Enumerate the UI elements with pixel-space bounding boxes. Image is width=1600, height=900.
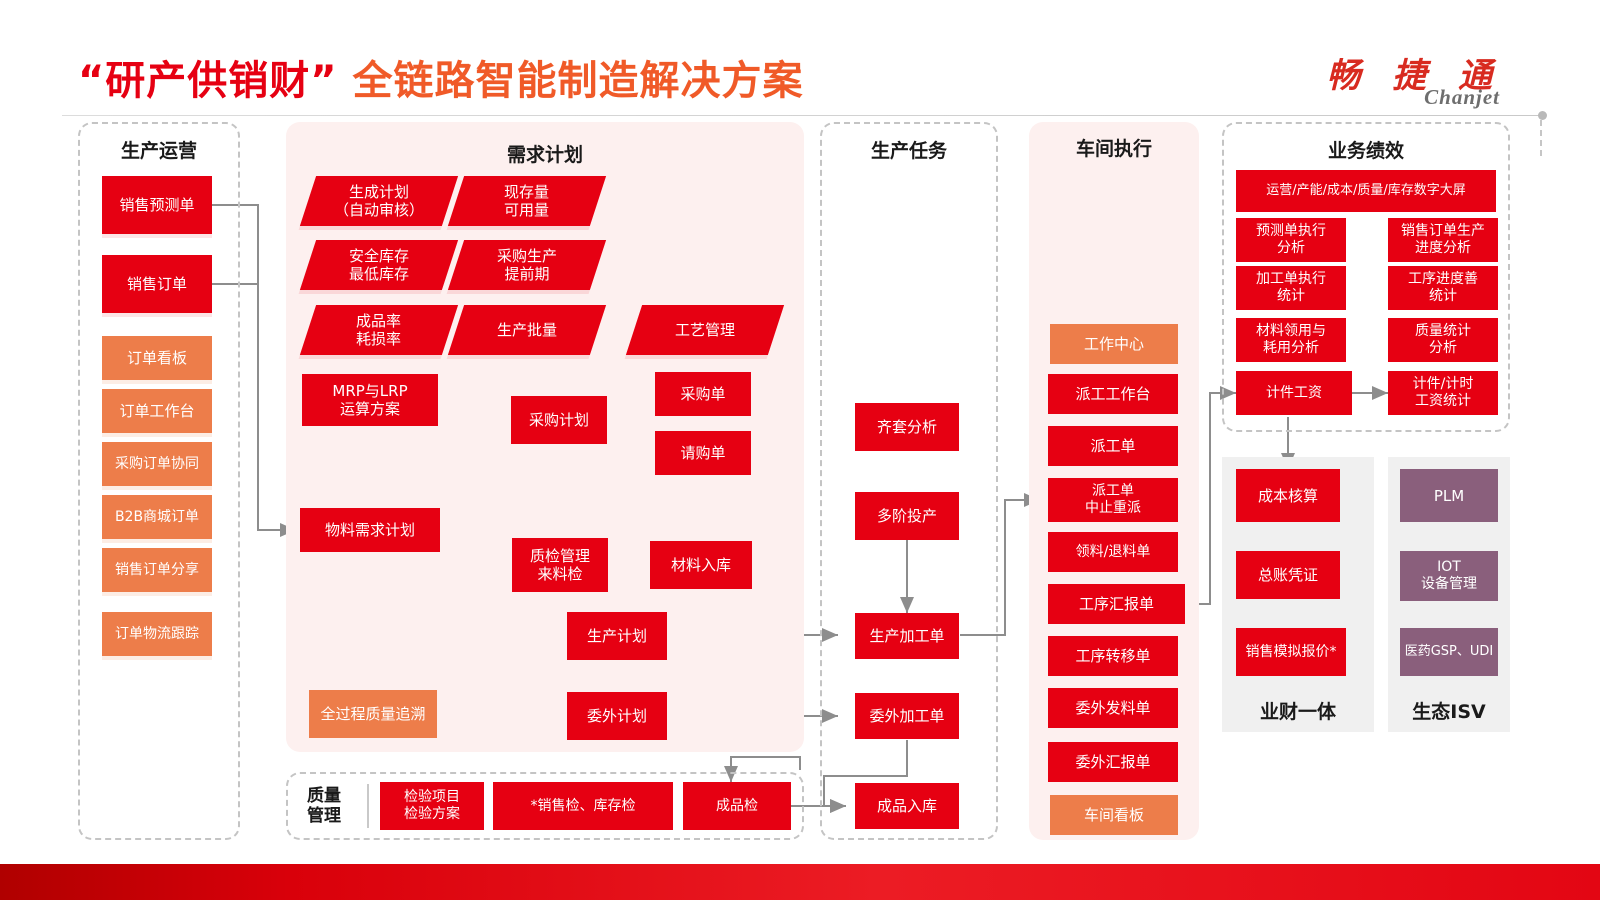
- box-process-report[interactable]: 工序汇报单: [1048, 584, 1185, 624]
- box-order-board[interactable]: 订单看板: [102, 336, 212, 380]
- box-general-ledger-voucher[interactable]: 总账凭证: [1236, 551, 1340, 599]
- box-outsourcing-plan[interactable]: 委外计划: [567, 692, 667, 740]
- box-process-transfer[interactable]: 工序转移单: [1048, 636, 1178, 676]
- chip-yield-loss-rate[interactable]: 成品率 耗损率: [299, 305, 459, 355]
- panel-demand-plan-title: 需求计划: [506, 144, 583, 166]
- chip-production-batch-label: 生产批量: [496, 321, 557, 339]
- page-title-quoted: “研产供销财”: [78, 58, 338, 104]
- box-inspection-item-plan[interactable]: 检验项目 检验方案: [380, 782, 484, 830]
- box-forecast-execution-analysis[interactable]: 预测单执行 分析: [1236, 218, 1346, 262]
- header-divider-dot-icon: [1538, 111, 1547, 120]
- box-finished-goods-inbound[interactable]: 成品入库: [855, 783, 959, 829]
- box-purchase-plan[interactable]: 采购计划: [511, 396, 607, 444]
- box-process-progress-stats[interactable]: 工序进度善 统计: [1388, 266, 1498, 310]
- panel-workshop-exec-title: 车间执行: [1075, 138, 1152, 160]
- panel-production-ops: 生产运营: [78, 122, 240, 840]
- box-sales-stock-inspection[interactable]: *销售检、库存检: [493, 782, 673, 830]
- box-sales-simulated-quote[interactable]: 销售模拟报价*: [1236, 628, 1346, 676]
- box-work-order-execution-stats[interactable]: 加工单执行 统计: [1236, 266, 1346, 310]
- chanjet-logo-en: Chanjet: [1424, 85, 1500, 109]
- box-piecework-hourly-wage-stats[interactable]: 计件/计时 工资统计: [1388, 371, 1498, 415]
- box-material-usage-analysis[interactable]: 材料领用与 耗用分析: [1236, 318, 1346, 362]
- box-sales-order[interactable]: 销售订单: [102, 255, 212, 313]
- box-dispatch-workbench[interactable]: 派工工作台: [1048, 374, 1178, 414]
- header-divider-dashed-tail: [1540, 120, 1542, 156]
- panel-production-task: 生产任务: [820, 122, 998, 840]
- box-quality-stats-analysis[interactable]: 质量统计 分析: [1388, 318, 1498, 362]
- box-sales-order-share[interactable]: 销售订单分享: [102, 548, 212, 592]
- panel-quality-management-title: 质量 管理: [307, 786, 341, 827]
- box-workshop-board[interactable]: 车间看板: [1050, 795, 1178, 835]
- chip-onhand-available-label: 现存量 可用量: [504, 183, 550, 219]
- chanjet-logo-cn: 畅 捷 通: [1326, 56, 1502, 96]
- box-material-issue-return[interactable]: 领料/退料单: [1048, 532, 1178, 572]
- chip-process-management[interactable]: 工艺管理: [625, 305, 785, 355]
- box-pharma-gsp-udi[interactable]: 医药GSP、UDI: [1400, 628, 1498, 676]
- box-production-plan[interactable]: 生产计划: [567, 612, 667, 660]
- box-order-logistics-track[interactable]: 订单物流跟踪: [102, 612, 212, 656]
- box-material-inbound[interactable]: 材料入库: [650, 541, 752, 589]
- chip-yield-loss-rate-label: 成品率 耗损率: [356, 312, 402, 348]
- box-multilevel-production[interactable]: 多阶投产: [855, 492, 959, 540]
- chip-production-batch[interactable]: 生产批量: [447, 305, 607, 355]
- box-mrp-lrp[interactable]: MRP与LRP 运算方案: [302, 374, 438, 426]
- header-divider: [62, 115, 1540, 116]
- box-operations-dashboard[interactable]: 运营/产能/成本/质量/库存数字大屏: [1236, 170, 1496, 212]
- box-finished-goods-inspection[interactable]: 成品检: [683, 782, 791, 830]
- chip-generate-plan[interactable]: 生成计划 （自动审核）: [299, 176, 459, 226]
- box-plm[interactable]: PLM: [1400, 469, 1498, 522]
- box-requisition-order[interactable]: 请购单: [655, 431, 751, 475]
- box-purchase-order-collab[interactable]: 采购订单协同: [102, 442, 212, 486]
- box-full-process-quality-trace[interactable]: 全过程质量追溯: [309, 690, 437, 738]
- chip-safety-stock[interactable]: 安全库存 最低库存: [299, 240, 459, 290]
- page-title: “研产供销财” 全链路智能制造解决方案: [78, 48, 804, 106]
- chip-lead-time[interactable]: 采购生产 提前期: [447, 240, 607, 290]
- box-b2b-mall-order[interactable]: B2B商城订单: [102, 495, 212, 539]
- page-title-rest: 全链路智能制造解决方案: [352, 58, 804, 104]
- box-sales-order-progress-analysis[interactable]: 销售订单生产 进度分析: [1388, 218, 1498, 262]
- box-cost-accounting[interactable]: 成本核算: [1236, 469, 1340, 522]
- box-outsourcing-work-order[interactable]: 委外加工单: [855, 693, 959, 739]
- panel-business-performance-title: 业务绩效: [1327, 140, 1404, 162]
- box-iot-device-management[interactable]: IOT 设备管理: [1400, 551, 1498, 601]
- chip-process-management-label: 工艺管理: [674, 321, 735, 339]
- chip-lead-time-label: 采购生产 提前期: [496, 247, 557, 283]
- box-piecework-wage[interactable]: 计件工资: [1236, 371, 1352, 415]
- footer-bar: [0, 864, 1600, 900]
- panel-quality-management: [286, 772, 804, 840]
- box-work-center[interactable]: 工作中心: [1050, 324, 1178, 364]
- panel-production-task-title: 生产任务: [870, 140, 947, 162]
- box-incoming-inspection[interactable]: 质检管理 来料检: [512, 538, 608, 592]
- box-production-work-order[interactable]: 生产加工单: [855, 613, 959, 659]
- box-material-requirement-plan[interactable]: 物料需求计划: [300, 508, 440, 552]
- box-outsourcing-report[interactable]: 委外汇报单: [1048, 742, 1178, 782]
- box-kitting-analysis[interactable]: 齐套分析: [855, 403, 959, 451]
- chip-onhand-available[interactable]: 现存量 可用量: [447, 176, 607, 226]
- box-dispatch-order-cancel-redispatch[interactable]: 派工单 中止重派: [1048, 478, 1178, 522]
- panel-finance-integration-title: 业财一体: [1259, 701, 1336, 723]
- box-outsourcing-issue[interactable]: 委外发料单: [1048, 688, 1178, 728]
- box-purchase-order[interactable]: 采购单: [655, 372, 751, 416]
- quality-divider: [367, 784, 369, 828]
- panel-ecosystem-isv-title: 生态ISV: [1412, 701, 1486, 723]
- panel-production-ops-title: 生产运营: [120, 140, 197, 162]
- box-order-workbench[interactable]: 订单工作台: [102, 389, 212, 433]
- box-dispatch-order[interactable]: 派工单: [1048, 426, 1178, 466]
- box-sales-forecast[interactable]: 销售预测单: [102, 176, 212, 234]
- panel-business-performance: 业务绩效: [1222, 122, 1510, 432]
- chip-generate-plan-label: 生成计划 （自动审核）: [333, 183, 424, 219]
- chip-safety-stock-label: 安全库存 最低库存: [348, 247, 409, 283]
